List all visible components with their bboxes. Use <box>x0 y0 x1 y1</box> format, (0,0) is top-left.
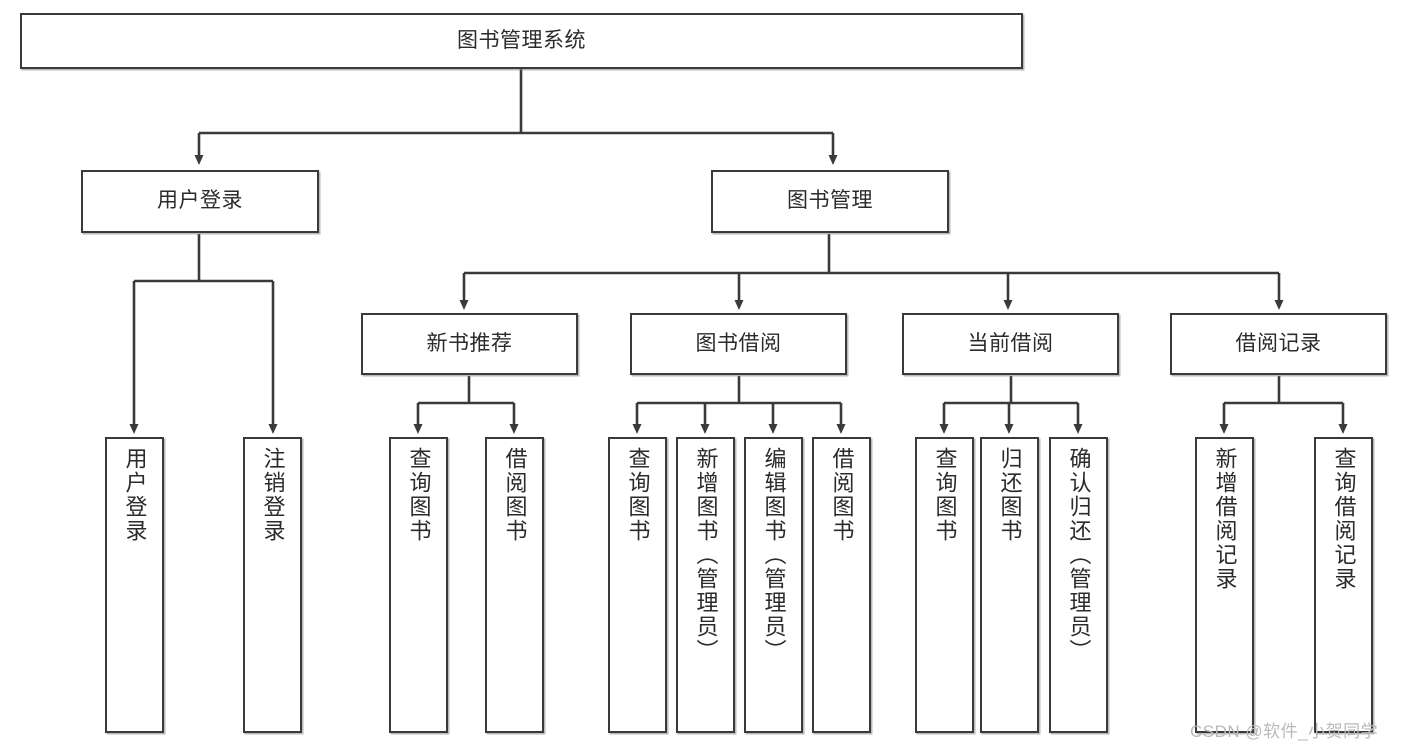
node-label: 图书管理系统 <box>457 28 586 52</box>
leaf-new-book-borrow[interactable]: 借阅图书 <box>485 437 544 733</box>
node-label: 用户登录 <box>157 189 243 213</box>
node-label: 借阅图书 <box>502 447 528 543</box>
node-label: 借阅记录 <box>1235 331 1322 355</box>
leaf-user-login-logout[interactable]: 注销登录 <box>243 437 302 733</box>
node-borrow-record[interactable]: 借阅记录 <box>1170 313 1387 375</box>
leaf-borrow-record-query[interactable]: 查询借阅记录 <box>1314 437 1373 733</box>
node-label: 新书推荐 <box>426 331 513 355</box>
node-label: 新增图书（管理员） <box>693 447 719 663</box>
node-root-system[interactable]: 图书管理系统 <box>20 13 1023 69</box>
leaf-current-borrow-query[interactable]: 查询图书 <box>915 437 974 733</box>
node-label: 编辑图书（管理员） <box>761 447 787 663</box>
watermark-text: CSDN @软件_小贺同学 <box>1190 722 1379 741</box>
node-label: 查询图书 <box>406 447 432 543</box>
leaf-borrow-record-add[interactable]: 新增借阅记录 <box>1195 437 1254 733</box>
leaf-new-book-query[interactable]: 查询图书 <box>389 437 448 733</box>
node-label: 用户登录 <box>122 447 148 543</box>
leaf-current-borrow-confirm-return[interactable]: 确认归还（管理员） <box>1049 437 1108 733</box>
node-label: 注销登录 <box>260 447 286 543</box>
leaf-book-borrow-query[interactable]: 查询图书 <box>608 437 667 733</box>
node-label: 查询借阅记录 <box>1331 447 1357 591</box>
node-label: 查询图书 <box>625 447 651 543</box>
node-label: 新增借阅记录 <box>1212 447 1238 591</box>
node-label: 当前借阅 <box>967 331 1054 355</box>
node-book-borrow[interactable]: 图书借阅 <box>630 313 847 375</box>
node-label: 查询图书 <box>932 447 958 543</box>
node-label: 归还图书 <box>997 447 1023 543</box>
node-book-management[interactable]: 图书管理 <box>711 170 949 233</box>
leaf-book-borrow-lend[interactable]: 借阅图书 <box>812 437 871 733</box>
node-label: 借阅图书 <box>829 447 855 543</box>
node-label: 确认归还（管理员） <box>1066 447 1092 663</box>
node-current-borrow[interactable]: 当前借阅 <box>902 313 1119 375</box>
leaf-current-borrow-return[interactable]: 归还图书 <box>980 437 1039 733</box>
node-label: 图书借阅 <box>695 331 782 355</box>
node-label: 图书管理 <box>787 189 873 213</box>
leaf-book-borrow-add[interactable]: 新增图书（管理员） <box>676 437 735 733</box>
node-user-login[interactable]: 用户登录 <box>81 170 319 233</box>
node-new-book-recommend[interactable]: 新书推荐 <box>361 313 578 375</box>
leaf-book-borrow-edit[interactable]: 编辑图书（管理员） <box>744 437 803 733</box>
leaf-user-login-signin[interactable]: 用户登录 <box>105 437 164 733</box>
